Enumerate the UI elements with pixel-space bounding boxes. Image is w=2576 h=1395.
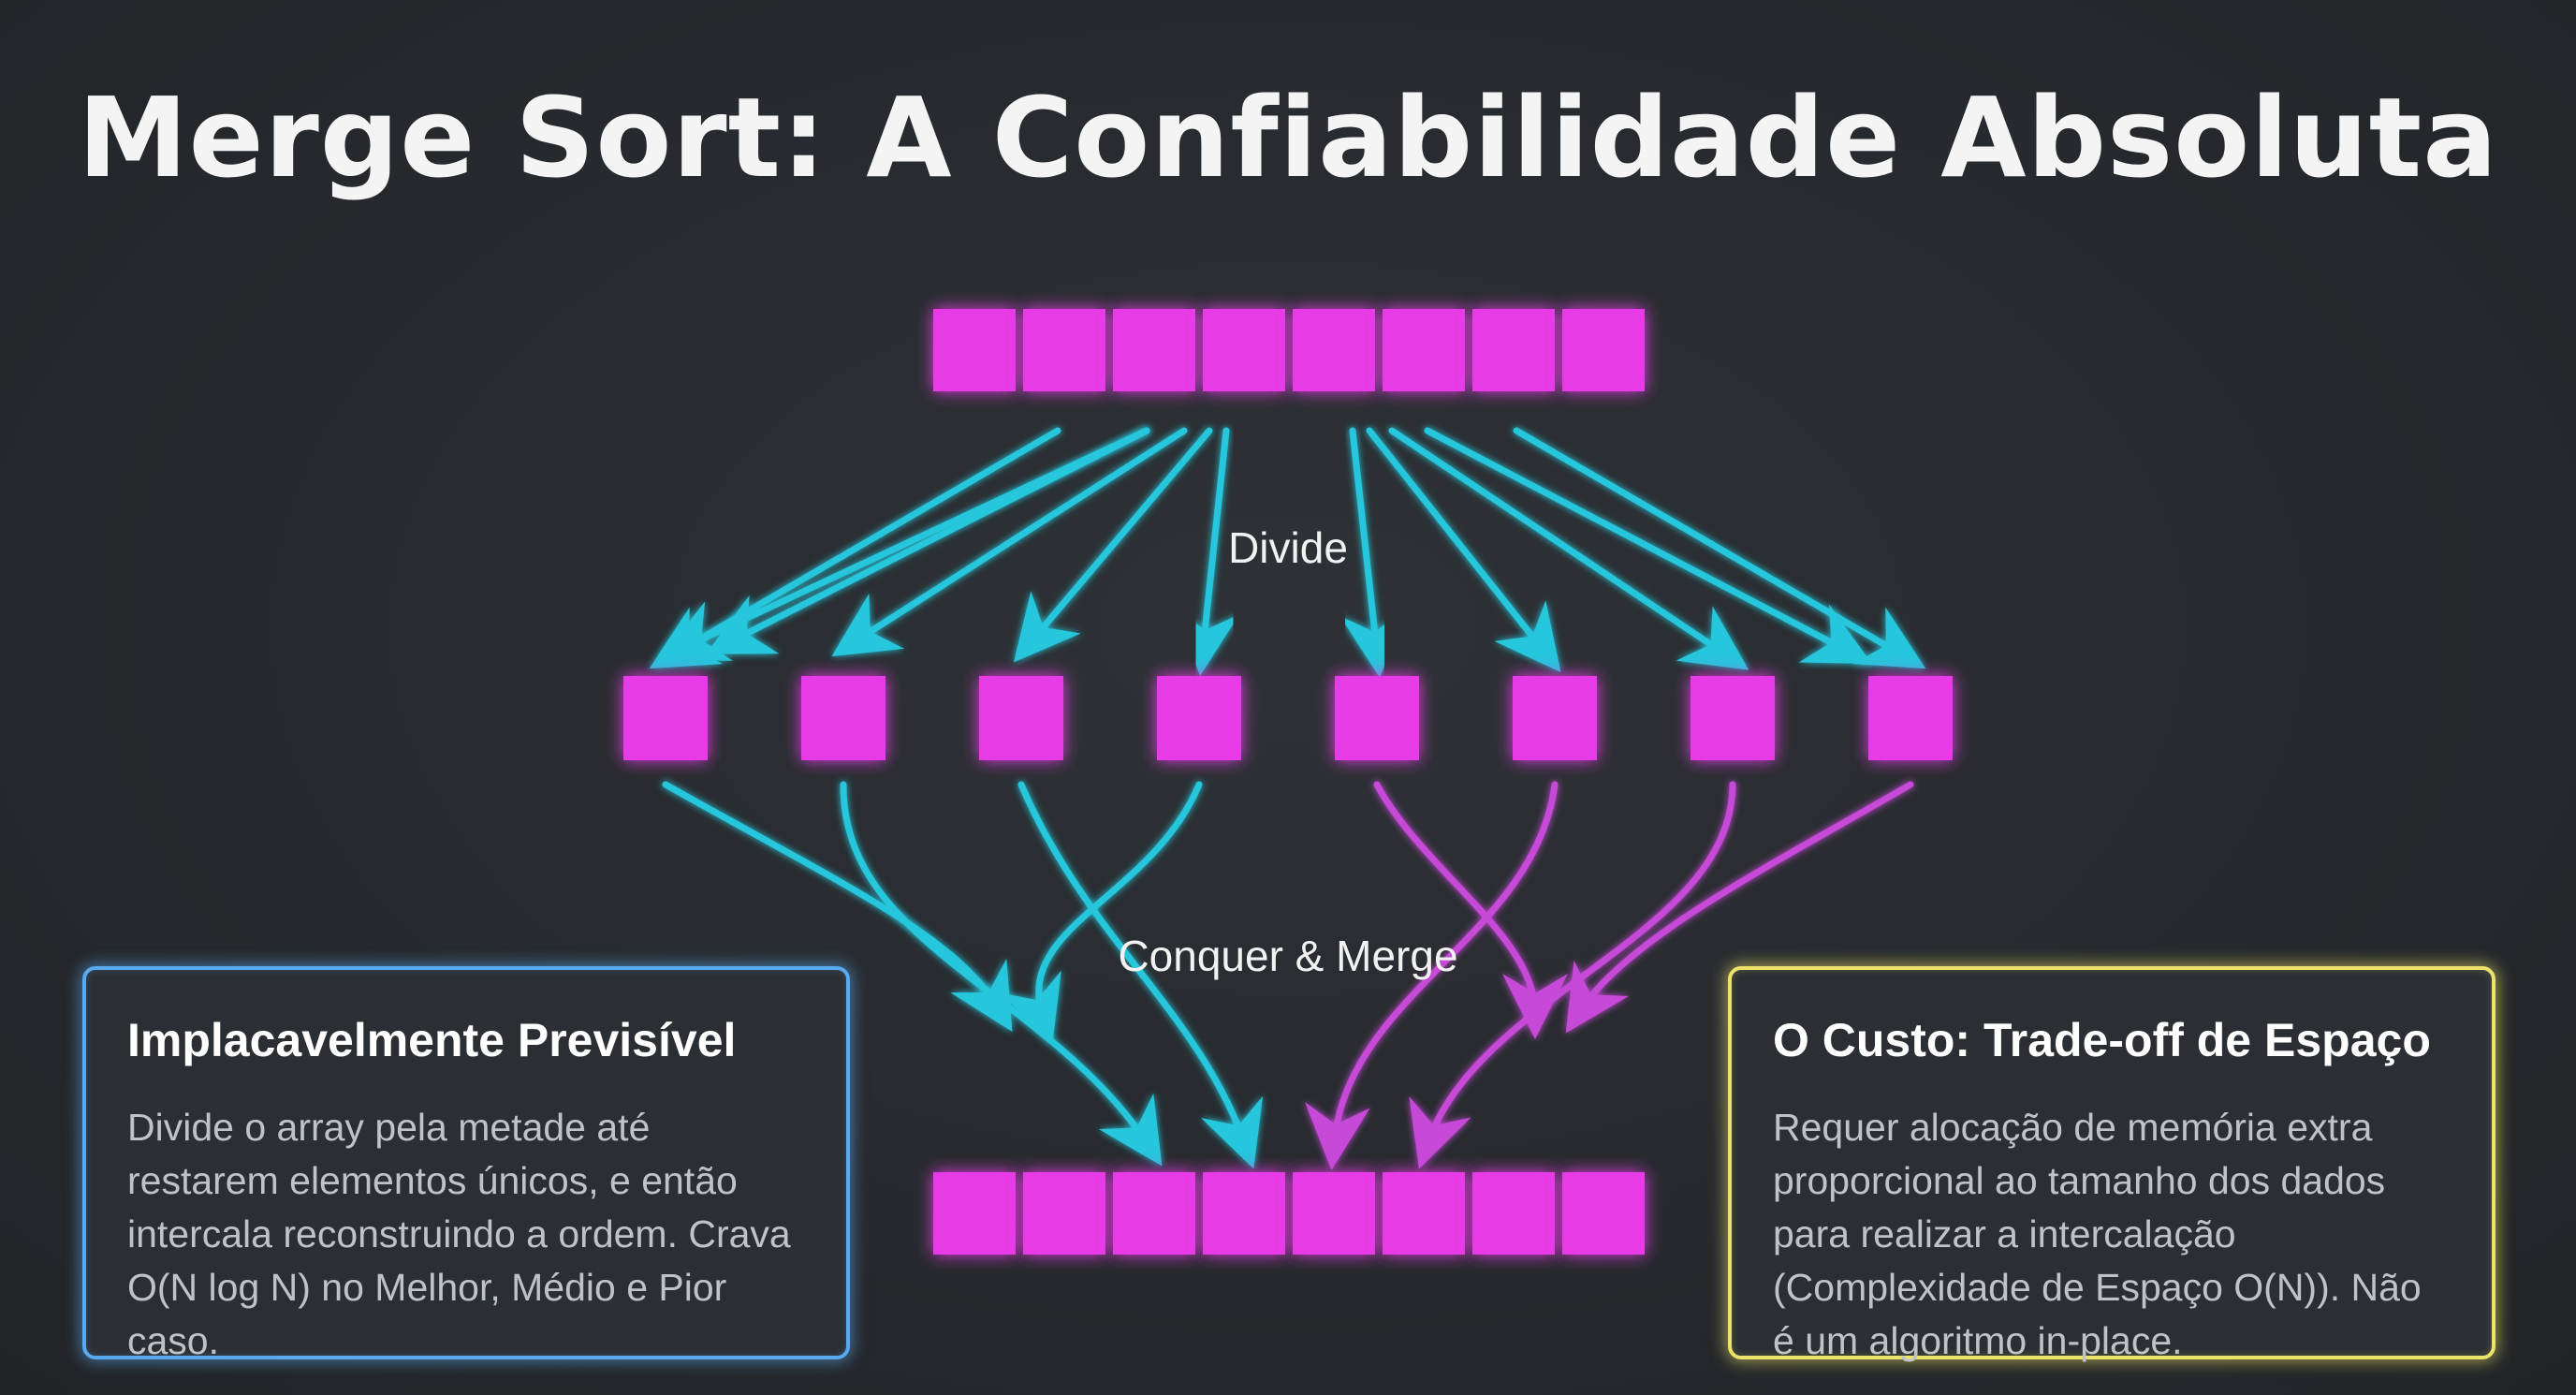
bottom-array-cell	[1472, 1172, 1555, 1255]
top-array-cell	[933, 309, 1016, 391]
merge-arrow	[1017, 781, 1264, 1169]
single-element	[623, 676, 708, 760]
single-element	[979, 676, 1063, 760]
merge-label: Conquer & Merge	[1118, 932, 1457, 980]
page-title: Merge Sort: A Confiabilidade Absoluta	[78, 73, 2498, 202]
single-element	[801, 676, 886, 760]
top-array-cell	[1472, 309, 1555, 391]
bottom-array	[933, 1172, 1645, 1255]
bottom-array-cell	[1203, 1172, 1285, 1255]
top-array-cell	[1383, 309, 1465, 391]
top-array	[933, 309, 1645, 391]
bottom-array-cell	[1023, 1172, 1105, 1255]
merge-arrow	[1305, 781, 1559, 1170]
divide-arrow	[649, 427, 1061, 669]
top-array-cell	[1562, 309, 1645, 391]
space-cost-card: O Custo: Trade-off de Espaço Requer aloc…	[1728, 966, 2496, 1362]
bottom-array-cell	[1562, 1172, 1645, 1255]
card-title: O Custo: Trade-off de Espaço	[1773, 1014, 2431, 1066]
bottom-array-cell	[933, 1172, 1016, 1255]
divide-arrow	[1424, 427, 1872, 665]
divide-arrow	[1339, 427, 1406, 678]
divide-arrow	[1366, 427, 1561, 672]
top-array-cell	[1023, 309, 1105, 391]
card-body: Requer alocação de memória extra proporc…	[1773, 1106, 2422, 1362]
top-array-cell	[1203, 309, 1285, 391]
card-title: Implacavelmente Previsível	[127, 1014, 737, 1066]
divide-arrow	[706, 427, 1150, 654]
top-array-cell	[1113, 309, 1195, 391]
merge-arrow	[840, 781, 1163, 1167]
single-elements-row	[623, 676, 1953, 760]
single-element	[1868, 676, 1953, 760]
top-array-cell	[1293, 309, 1375, 391]
divide-label: Divide	[1228, 523, 1348, 572]
card-body: Divide o array pela metade até restarem …	[127, 1106, 791, 1362]
merge-arrow	[1409, 781, 1736, 1169]
bottom-array-cell	[1293, 1172, 1375, 1255]
merge-arrow	[999, 781, 1203, 1044]
merge-arrow	[1565, 781, 1914, 1034]
single-element	[1690, 676, 1775, 760]
predictability-card: Implacavelmente Previsível Divide o arra…	[82, 966, 850, 1362]
single-element	[1513, 676, 1597, 760]
divide-arrow	[1388, 427, 1749, 670]
merge-arrows	[662, 781, 1914, 1170]
divide-arrow	[831, 427, 1188, 657]
divide-arrow	[1013, 427, 1213, 663]
single-element	[1335, 676, 1419, 760]
divide-arrows	[649, 427, 1926, 678]
single-element	[1157, 676, 1241, 760]
bottom-array-cell	[1113, 1172, 1195, 1255]
merge-arrow	[1373, 781, 1568, 1039]
divide-arrow	[1513, 427, 1926, 669]
divide-arrow	[1174, 427, 1240, 676]
bottom-array-cell	[1383, 1172, 1465, 1255]
